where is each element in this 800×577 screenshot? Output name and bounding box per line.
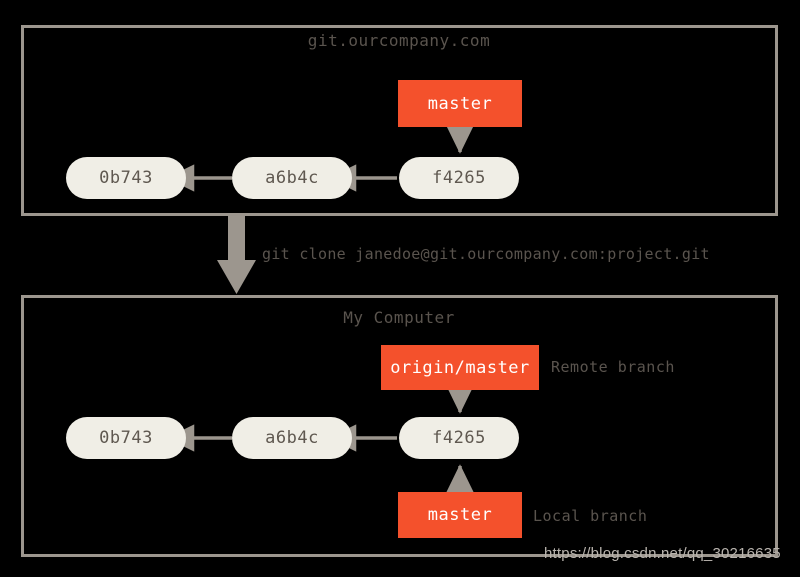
clone-arrow: [217, 216, 256, 294]
local-commit-a6b4c[interactable]: a6b4c: [232, 417, 352, 459]
server-commit-f4265[interactable]: f4265: [399, 157, 519, 199]
server-commit-0b743[interactable]: 0b743: [66, 157, 186, 199]
server-panel: [21, 25, 778, 216]
local-panel: [21, 295, 778, 557]
remote-branch-annotation: Remote branch: [551, 358, 675, 376]
local-commit-f4265[interactable]: f4265: [399, 417, 519, 459]
server-panel-title: git.ourcompany.com: [307, 31, 491, 50]
server-branch-master[interactable]: master: [398, 80, 522, 127]
local-commit-0b743[interactable]: 0b743: [66, 417, 186, 459]
local-panel-title: My Computer: [343, 308, 455, 327]
clone-command-caption: git clone janedoe@git.ourcompany.com:pro…: [262, 245, 710, 263]
local-branch-master[interactable]: master: [398, 492, 522, 538]
local-branch-origin-master[interactable]: origin/master: [381, 345, 539, 390]
server-commit-a6b4c[interactable]: a6b4c: [232, 157, 352, 199]
watermark: https://blog.csdn.net/qq_30216635: [544, 545, 781, 562]
server-branch-master-label: master: [427, 93, 493, 114]
local-branch-master-label: master: [427, 505, 493, 525]
local-branch-origin-master-label: origin/master: [390, 357, 530, 378]
local-branch-annotation: Local branch: [533, 507, 648, 525]
